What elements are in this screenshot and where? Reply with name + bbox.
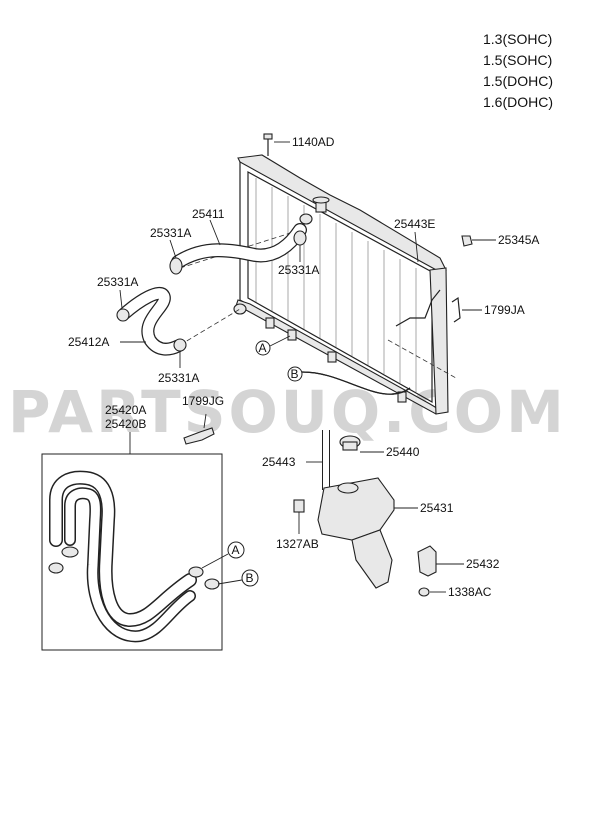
label-25432[interactable]: 25432: [466, 557, 500, 571]
label-1140ad[interactable]: 1140AD: [292, 135, 335, 149]
label-25331a-4[interactable]: 25331A: [158, 371, 199, 385]
clamp-25331a-lower-right[interactable]: [173, 338, 187, 352]
label-25443[interactable]: 25443: [262, 455, 296, 469]
clip-25345a[interactable]: [461, 235, 473, 247]
clamp-25331a-upper-right[interactable]: [293, 230, 307, 246]
hose-kit-25420[interactable]: [48, 470, 220, 643]
label-1799jg[interactable]: 1799JG: [182, 394, 224, 408]
bracket-25432[interactable]: [417, 545, 437, 577]
svg-text:A: A: [259, 341, 267, 355]
engine-variant-2: 1.5(SOHC): [483, 52, 552, 68]
engine-variant-3: 1.5(DOHC): [483, 73, 553, 89]
engine-variant-1: 1.3(SOHC): [483, 31, 552, 47]
hose-kit-box: [41, 453, 223, 651]
cap-25440[interactable]: [339, 435, 361, 451]
label-1799ja[interactable]: 1799JA: [484, 303, 525, 317]
label-25431[interactable]: 25431: [420, 501, 454, 515]
label-25331a-3[interactable]: 25331A: [97, 275, 138, 289]
callout-b-kit[interactable]: [241, 569, 259, 587]
watermark-text: PARTSOUQ.COM: [8, 378, 567, 446]
label-25440[interactable]: 25440: [386, 445, 420, 459]
label-1327ab[interactable]: 1327AB: [276, 537, 319, 551]
engine-variant-4: 1.6(DOHC): [483, 94, 553, 110]
bolt-1140ad[interactable]: [263, 133, 273, 156]
label-25420a[interactable]: 25420A: [105, 403, 146, 417]
svg-text:B: B: [291, 367, 299, 381]
label-25412a[interactable]: 25412A: [68, 335, 109, 349]
reference-line-right: [387, 339, 457, 379]
label-25420b[interactable]: 25420B: [105, 417, 146, 431]
reference-line-upper: [179, 229, 301, 269]
callout-a-radiator[interactable]: [255, 340, 271, 356]
clip-1799jg[interactable]: [183, 427, 215, 445]
fitting-1799ja[interactable]: [451, 296, 461, 323]
label-25345a[interactable]: 25345A: [498, 233, 539, 247]
overflow-tube: [395, 289, 441, 327]
label-1338ac[interactable]: 1338AC: [448, 585, 492, 599]
label-25411[interactable]: 25411: [192, 207, 225, 221]
reference-line-lower: [179, 308, 241, 346]
clamp-25331a-upper-left[interactable]: [169, 257, 183, 275]
reservoir-25431[interactable]: [317, 477, 395, 589]
label-25443e[interactable]: 25443E: [394, 217, 435, 231]
label-25331a-1[interactable]: 25331A: [150, 226, 191, 240]
clamp-25331a-lower-left[interactable]: [116, 308, 130, 322]
nut-1327ab[interactable]: [293, 499, 305, 513]
svg-text:A: A: [232, 543, 240, 557]
svg-text:B: B: [246, 571, 254, 585]
label-25331a-2[interactable]: 25331A: [278, 263, 319, 277]
bolt-1338ac[interactable]: [418, 587, 430, 597]
callout-b-radiator[interactable]: [287, 366, 303, 382]
radiator[interactable]: [233, 154, 449, 415]
callout-a-kit[interactable]: [227, 541, 245, 559]
